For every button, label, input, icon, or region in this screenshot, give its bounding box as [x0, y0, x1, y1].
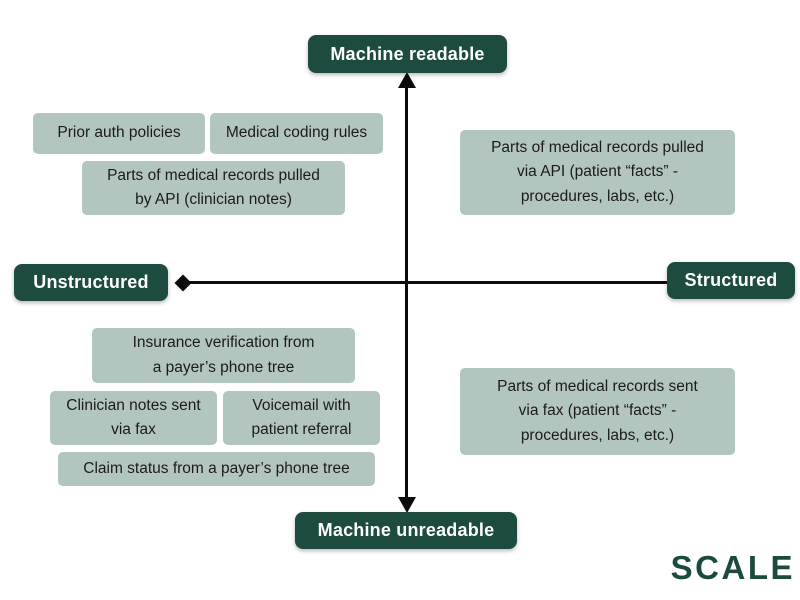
scale-logo: SCALE — [670, 549, 795, 586]
item-records-pulled-api-clinician-notes: Parts of medical records pulled by API (… — [82, 161, 345, 215]
item-voicemail-patient-referral: Voicemail with patient referral — [223, 391, 380, 445]
axis-label-machine-readable: Machine readable — [308, 35, 507, 73]
horizontal-axis-line — [183, 281, 667, 284]
axis-arrow-up-icon — [398, 72, 416, 88]
item-clinician-notes-sent-fax: Clinician notes sent via fax — [50, 391, 217, 445]
item-records-sent-fax-patient-facts: Parts of medical records sent via fax (p… — [460, 368, 735, 455]
item-insurance-verification-phone-tree: Insurance verification from a payer’s ph… — [92, 328, 355, 383]
axis-diamond-icon — [174, 274, 192, 292]
item-claim-status-phone-tree: Claim status from a payer’s phone tree — [58, 452, 375, 486]
axis-arrow-down-icon — [398, 497, 416, 513]
axis-label-structured: Structured — [667, 262, 795, 299]
item-records-pulled-api-patient-facts: Parts of medical records pulled via API … — [460, 130, 735, 215]
vertical-axis-line — [405, 84, 408, 506]
axis-label-machine-unreadable: Machine unreadable — [295, 512, 517, 549]
item-medical-coding-rules: Medical coding rules — [210, 113, 383, 154]
item-prior-auth-policies: Prior auth policies — [33, 113, 205, 154]
axis-label-unstructured: Unstructured — [14, 264, 168, 301]
